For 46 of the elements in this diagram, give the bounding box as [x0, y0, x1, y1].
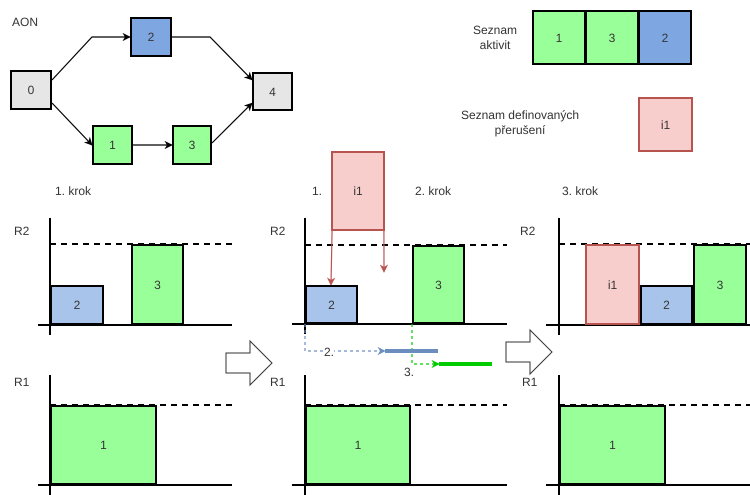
- step-label: 3. krok: [562, 184, 598, 199]
- activity-bar: 1: [559, 405, 666, 485]
- activity-bar: 1: [305, 405, 411, 485]
- arrow: [304, 324, 386, 356]
- resource-label: R1: [270, 375, 286, 390]
- activity-bar: 3: [131, 244, 184, 325]
- graph-label: AON: [12, 15, 38, 30]
- activity-bar: 3: [412, 245, 465, 324]
- activity-bar: 2: [305, 285, 358, 324]
- activity-box: 2: [638, 10, 692, 65]
- interruption-bar: i1: [585, 244, 640, 325]
- shift-bar: [385, 349, 438, 353]
- arrow: [133, 140, 173, 150]
- arrow: [52, 102, 93, 146]
- resource-label: R2: [14, 224, 30, 239]
- resource-label: R2: [520, 224, 536, 239]
- interruption-box: i1: [638, 97, 693, 152]
- resource-label: R1: [522, 375, 538, 390]
- activity-bar: 2: [50, 285, 104, 325]
- drop-arrow: [380, 231, 388, 273]
- step-label: 1. krok: [55, 184, 92, 199]
- shift-bar: [439, 362, 492, 366]
- activity-node: 4: [252, 72, 293, 111]
- arrow: [326, 230, 336, 286]
- arrow: [411, 324, 440, 368]
- resource-label: R1: [14, 375, 30, 390]
- arrow: [172, 36, 253, 80]
- step-label: 2. krok: [415, 184, 452, 199]
- list-label: Seznam aktivit: [472, 23, 518, 53]
- resource-label: R2: [270, 224, 286, 239]
- interruption-bar: i1: [331, 151, 385, 231]
- step-number: 1.: [312, 184, 322, 199]
- edge-label: 2.: [324, 346, 334, 359]
- activity-bar: 1: [50, 405, 157, 485]
- arrow: [212, 102, 253, 144]
- activity-node: 1: [92, 125, 133, 165]
- activity-node: 3: [172, 125, 212, 165]
- arrow: [52, 32, 131, 80]
- activity-node: 0: [10, 70, 52, 110]
- edge-label: 3.: [404, 366, 414, 379]
- activity-box: 3: [585, 10, 639, 65]
- activity-bar: 2: [640, 285, 693, 325]
- list-label: Seznam definovaných přerušení: [460, 108, 580, 138]
- activity-bar: 3: [693, 244, 747, 325]
- activity-node: 2: [130, 17, 172, 57]
- activity-box: 1: [532, 10, 586, 65]
